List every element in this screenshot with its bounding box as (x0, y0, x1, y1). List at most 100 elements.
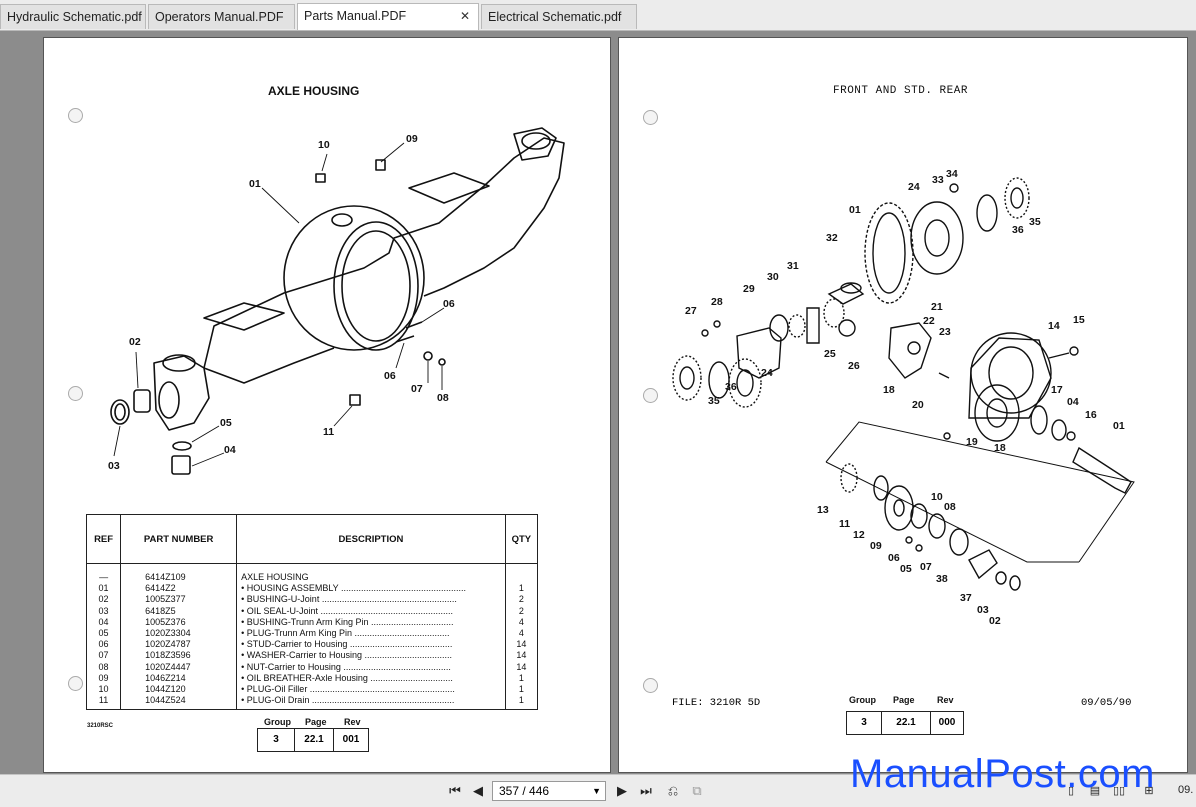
close-tab-icon[interactable]: ✕ (459, 9, 470, 23)
single-page-icon[interactable]: ▯ (1067, 785, 1075, 797)
last-page-button[interactable]: ⏭ (640, 783, 652, 798)
page-selector[interactable]: 357 / 446 ▼ (492, 781, 606, 801)
back-icon[interactable]: ⎌ (667, 783, 679, 798)
cell-qty: 14 (504, 639, 539, 651)
tab-label: Electrical Schematic.pdf (488, 10, 622, 24)
rev-value: 000 (938, 717, 956, 728)
cell-part: 1005Z376 (120, 616, 238, 629)
rev-value: 001 (342, 734, 360, 745)
page-date: 09/05/90 (1081, 697, 1132, 709)
page-value: 22.1 (882, 712, 931, 734)
cell-qty: 14 (504, 650, 539, 662)
page-title: AXLE HOUSING (268, 84, 360, 98)
punch-hole (68, 108, 83, 123)
group-label: Group (264, 717, 291, 727)
cell-desc: • BUSHING-Trunn Arm King Pin ...........… (236, 616, 506, 629)
cell-qty: 4 (504, 616, 539, 629)
previous-page-button[interactable]: ◀ (473, 783, 483, 798)
cell-part: 1020Z4787 (120, 639, 238, 651)
callout: 09 (406, 133, 418, 145)
tab-bar: Hydraulic Schematic.pdf Operators Manual… (0, 0, 1196, 31)
continuous-icon[interactable]: ▤ (1089, 785, 1101, 797)
callout: 31 (787, 260, 799, 272)
cell-part: 1005Z377 (120, 594, 238, 606)
tab-parts-manual[interactable]: Parts Manual.PDF✕ (297, 3, 479, 30)
callout: 25 (824, 348, 836, 360)
cell-desc: • WASHER-Carrier to Housing ............… (236, 650, 506, 662)
group-value: 3 (847, 712, 882, 734)
callout: 04 (1067, 396, 1079, 408)
cell-ref: 07 (85, 650, 122, 662)
callout: 12 (853, 529, 865, 541)
page-value: 22.1 (295, 729, 334, 751)
next-page-button[interactable]: ▶ (617, 783, 627, 798)
col-header-qty: QTY (504, 514, 539, 564)
cell-qty: 4 (504, 628, 539, 640)
callout: 35 (708, 395, 720, 407)
group-value: 3 (258, 729, 295, 751)
page-title: FRONT AND STD. REAR (833, 85, 968, 97)
axle-housing-diagram (110, 127, 565, 475)
callout: 04 (224, 444, 236, 456)
callout: 27 (685, 305, 697, 317)
callout: 36 (725, 381, 737, 393)
two-page-icon[interactable]: ▯▯ (1112, 785, 1126, 797)
tab-label: Operators Manual.PDF (155, 10, 284, 24)
callout: 21 (931, 301, 943, 313)
cell-part: 1018Z3596 (120, 650, 238, 662)
cell-desc: • STUD-Carrier to Housing ..............… (236, 639, 506, 651)
cell-qty: 1 (504, 695, 539, 711)
callout: 10 (318, 139, 330, 151)
fit-page-icon[interactable]: ⊞ (1144, 785, 1154, 797)
callout: 01 (1113, 420, 1125, 432)
callout: 01 (249, 178, 261, 190)
col-header-description: DESCRIPTION (236, 514, 506, 564)
punch-hole (643, 110, 658, 125)
callout: 24 (761, 367, 773, 379)
callout: 24 (908, 181, 920, 193)
cell-ref: 08 (85, 661, 122, 673)
chevron-down-icon: ▼ (592, 786, 601, 796)
callout: 13 (817, 504, 829, 516)
punch-hole (68, 676, 83, 691)
rev-label: Rev (344, 717, 361, 727)
cell-ref: 06 (85, 639, 122, 651)
first-page-button[interactable]: ⏮ (449, 783, 461, 798)
cell-ref: 01 (85, 583, 122, 595)
callout: 15 (1073, 314, 1085, 326)
callout: 22 (923, 315, 935, 327)
group-page-rev-box: 3 22.1 000 (846, 711, 964, 735)
callout: 16 (1085, 409, 1097, 421)
cell-part: 1020Z4447 (120, 661, 238, 673)
callout: 02 (989, 615, 1001, 627)
callout: 09 (870, 540, 882, 552)
forward-icon[interactable]: ⧉ (692, 783, 702, 798)
cell-desc: • HOUSING ASSEMBLY .....................… (236, 583, 506, 595)
callout: 08 (944, 501, 956, 513)
cell-part: 6414Z2 (120, 583, 238, 595)
tab-label: Hydraulic Schematic.pdf (7, 10, 142, 24)
tab-operators-manual[interactable]: Operators Manual.PDF (148, 4, 295, 29)
callout: 03 (108, 460, 120, 472)
cell-qty: 1 (504, 684, 539, 696)
cell-desc: • PLUG-Oil Filler ......................… (236, 684, 506, 696)
col-header-ref: REF (85, 514, 122, 564)
callout: 29 (743, 283, 755, 295)
callout: 07 (411, 383, 423, 395)
differential-exploded-diagram (672, 177, 1135, 591)
callout: 30 (767, 271, 779, 283)
cell-ref: 03 (85, 605, 122, 617)
cell-part: 1044Z120 (120, 684, 238, 696)
group-page-rev-box: 3 22.1 001 (257, 728, 369, 752)
tab-hydraulic-schematic[interactable]: Hydraulic Schematic.pdf (0, 4, 146, 29)
cell-part: 1046Z214 (120, 672, 238, 685)
cell-ref: 05 (85, 628, 122, 640)
tab-electrical-schematic[interactable]: Electrical Schematic.pdf (481, 4, 637, 29)
callout: 33 (932, 174, 944, 186)
cell-part: 6414Z109 (120, 563, 238, 584)
callout: 06 (443, 298, 455, 310)
zoom-level[interactable]: 09. (1178, 784, 1194, 796)
cell-qty: 2 (504, 594, 539, 606)
callout: 28 (711, 296, 723, 308)
document-viewer[interactable]: AXLE HOUSING (0, 31, 1196, 774)
